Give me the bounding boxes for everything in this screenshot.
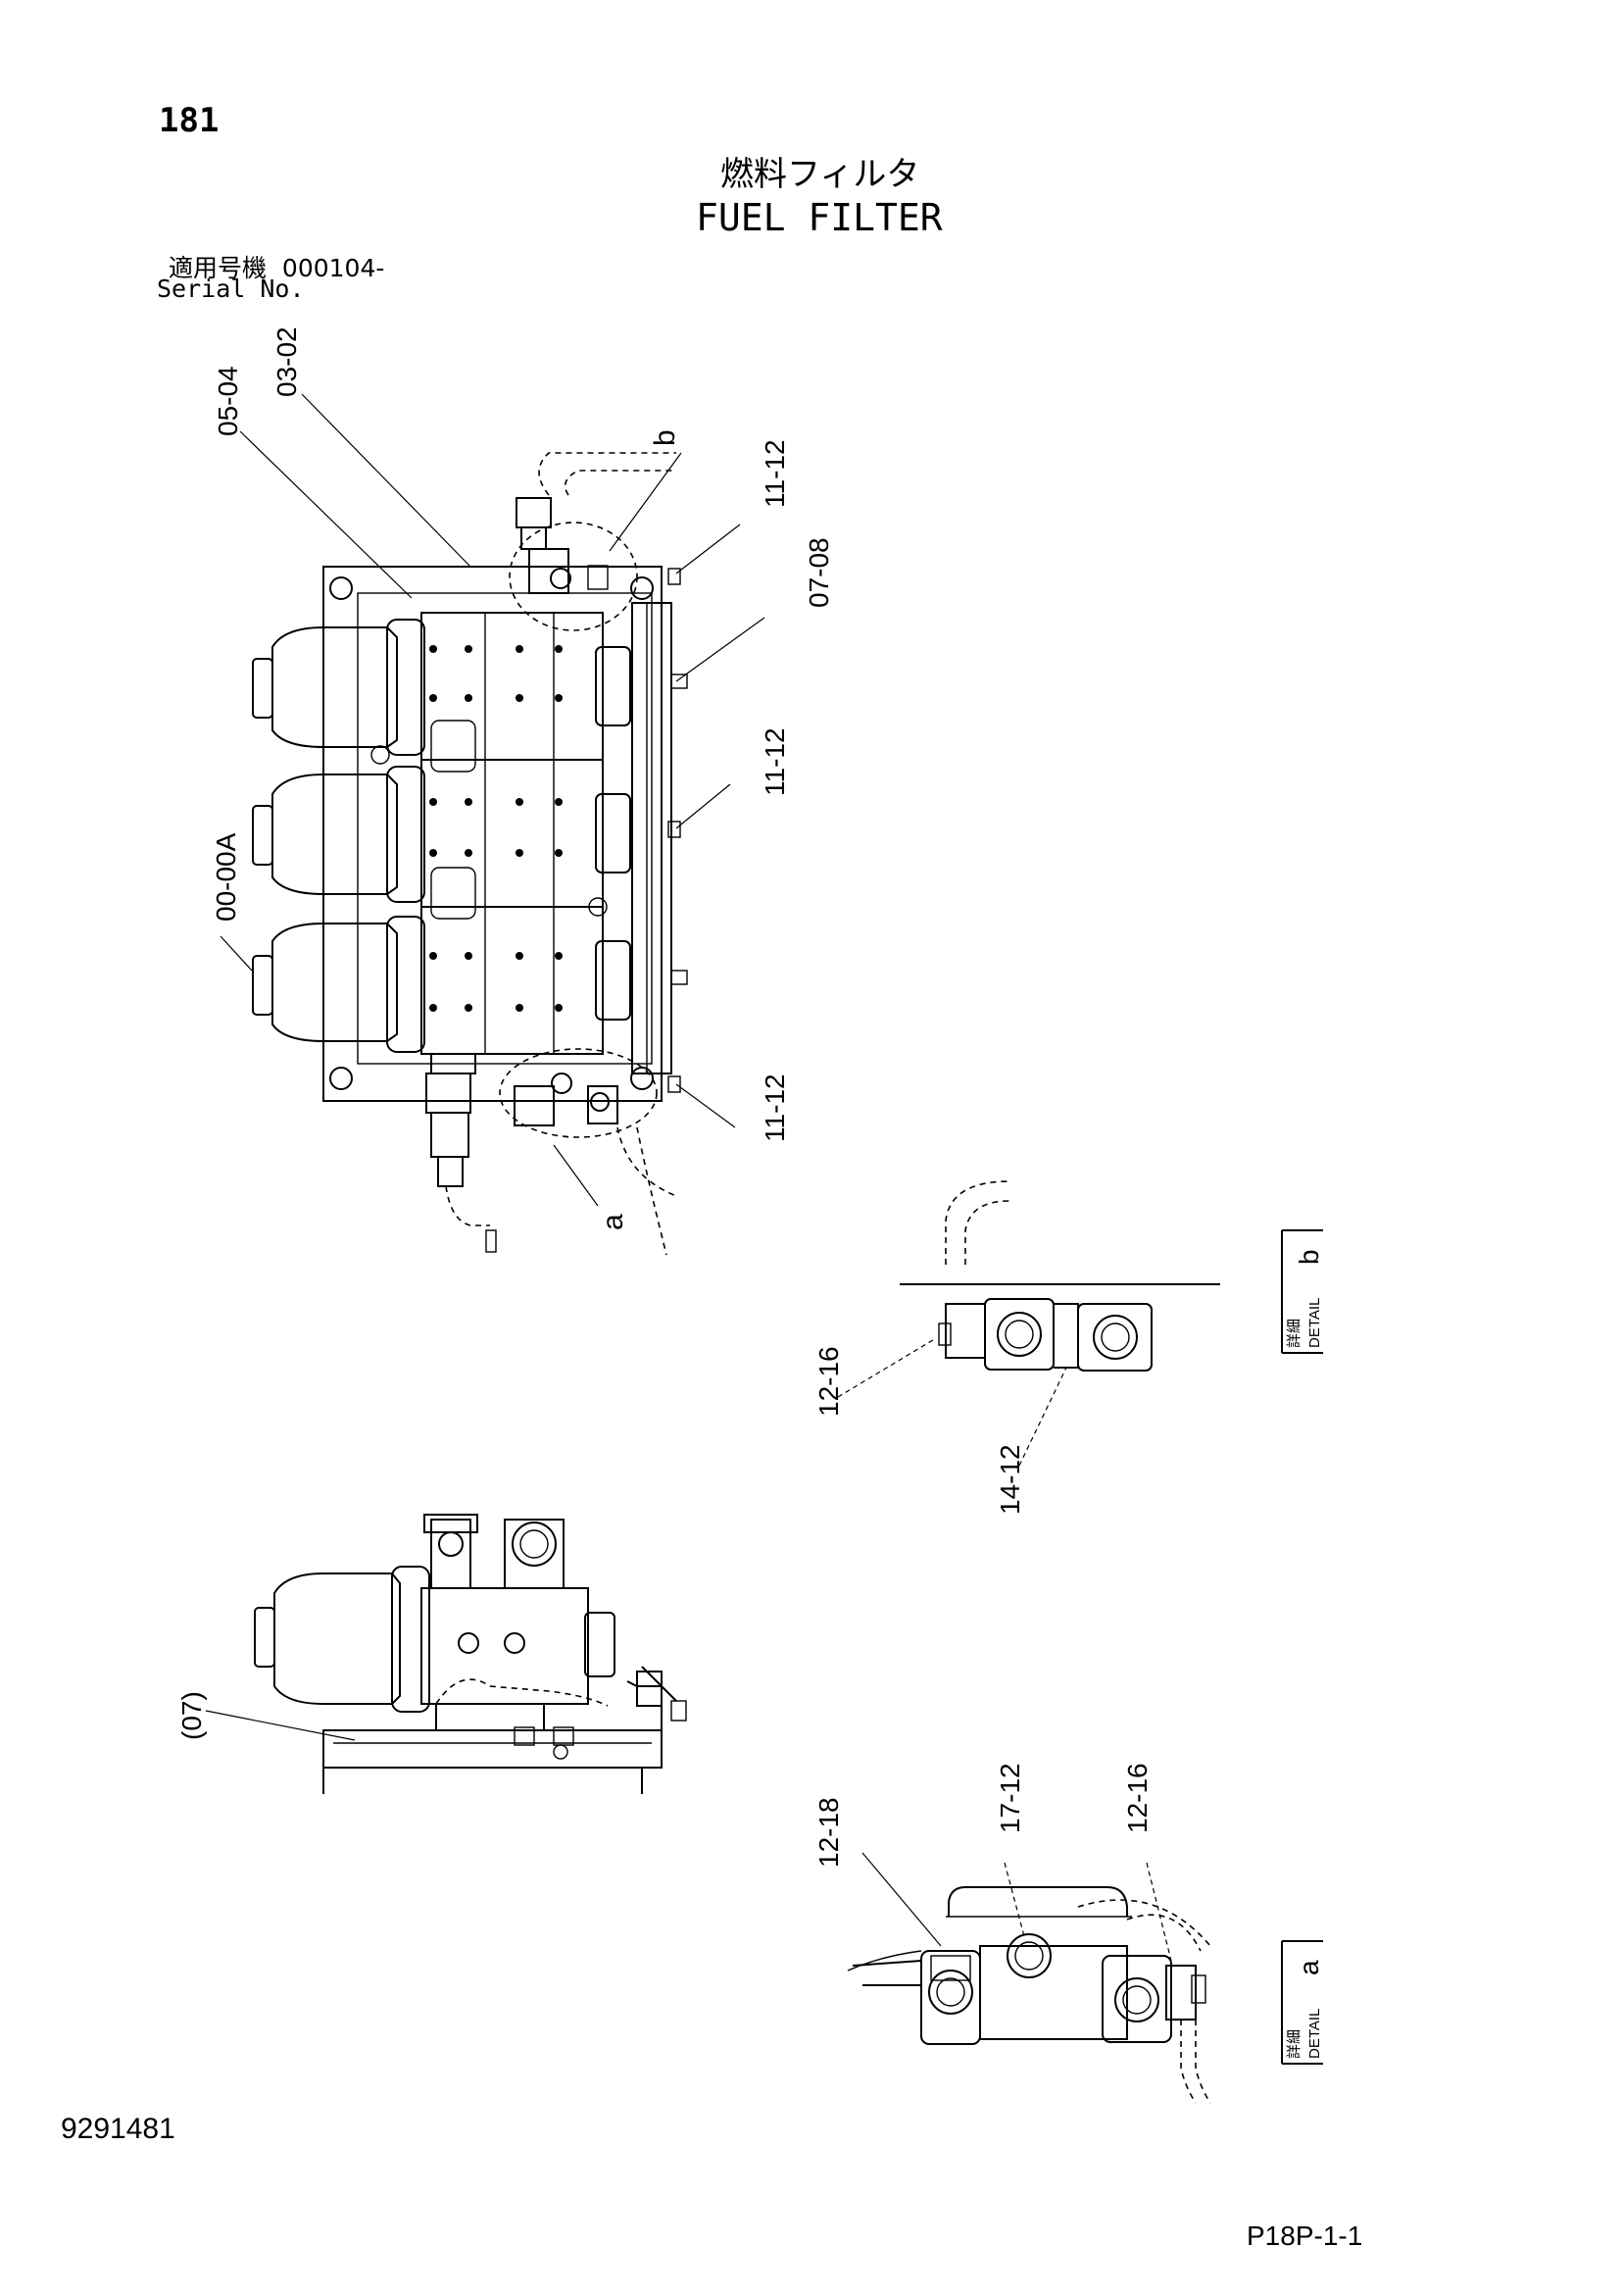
- serial-value: 000104-: [281, 254, 385, 282]
- callout-07-side-view: (07): [176, 1691, 207, 1740]
- plate-hole: [329, 576, 353, 600]
- callout-b-marker: b: [649, 429, 681, 446]
- bottom-fitting: [425, 1053, 677, 1256]
- serial-label-jp: 適用号機: [169, 254, 268, 282]
- filter-element-1: [252, 612, 631, 761]
- plate-hole: [329, 1067, 353, 1090]
- detail-b-label-jp: 詳細: [1286, 1319, 1303, 1348]
- callout-14-12-detail-b: 14-12: [995, 1444, 1025, 1515]
- fitting-right: [1102, 1955, 1172, 2043]
- detail-a-label-jp: 詳細: [1286, 2029, 1303, 2059]
- title-japanese: 燃料フィルタ: [720, 155, 920, 194]
- hose-clamp: [945, 1303, 986, 1359]
- detail-a-label-en: DETAIL: [1306, 2009, 1323, 2059]
- callout-07-08: 07-08: [804, 537, 834, 608]
- filter-element-2: [252, 759, 631, 908]
- detail-a: 12-18 17-12 12-16 詳細 DETAIL a: [813, 1763, 1324, 2104]
- callout-12-18-detail-a: 12-18: [813, 1797, 844, 1868]
- side-bracket: [631, 602, 672, 1074]
- top-fitting: [516, 452, 676, 594]
- head-bolts: [429, 645, 563, 1012]
- callout-12-16-detail-b: 12-16: [813, 1346, 844, 1417]
- callout-05-04: 05-04: [213, 366, 243, 436]
- plate-hole: [630, 576, 654, 600]
- detail-b-letter: b: [1294, 1249, 1324, 1265]
- detail-b: 12-16 14-12 詳細 DETAIL b: [813, 1180, 1324, 1515]
- callout-17-12-detail-a: 17-12: [995, 1763, 1025, 1833]
- callout-12-16-detail-a: 12-16: [1122, 1763, 1153, 1833]
- detail-a-marker: [499, 1048, 658, 1138]
- detail-b-marker: [509, 522, 638, 631]
- document-number: 9291481: [61, 2113, 175, 2145]
- filter-element-3: [252, 906, 631, 1055]
- callout-11-12-bottom: 11-12: [760, 1073, 790, 1142]
- callout-11-12-middle: 11-12: [760, 727, 790, 796]
- page-number: 181: [159, 101, 220, 140]
- detail-b-label-en: DETAIL: [1306, 1298, 1323, 1348]
- callout-11-12-top: 11-12: [760, 439, 790, 508]
- callout-00-00A: 00-00A: [211, 832, 241, 922]
- callout-03-02: 03-02: [271, 326, 302, 397]
- side-view: (07): [176, 1514, 687, 1794]
- title-english: FUEL FILTER: [696, 196, 943, 239]
- page-code: P18P-1-1: [1247, 2221, 1363, 2251]
- mounting-plate: [322, 566, 663, 1102]
- callout-a-marker: a: [597, 1214, 629, 1230]
- plate-hole: [630, 1067, 654, 1090]
- serial-line-japanese: 適用号機 000104-: [169, 249, 384, 284]
- detail-a-letter: a: [1294, 1960, 1324, 1975]
- serial-label-english: Serial No.: [157, 275, 305, 303]
- main-view: 03-02 05-04 b 11-12 07-08 11-12 00-00A 1…: [211, 326, 834, 1256]
